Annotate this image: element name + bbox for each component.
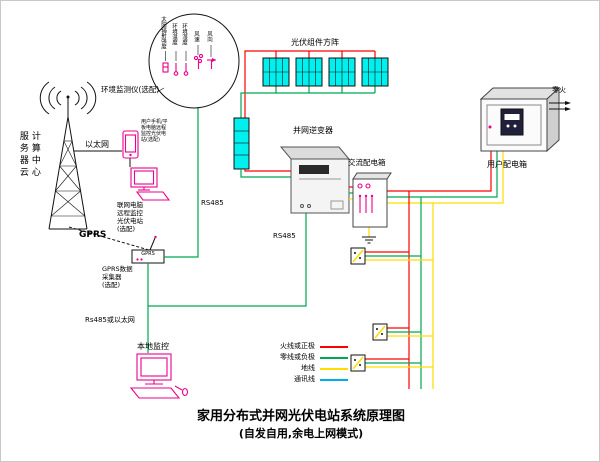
neutral-live-label: 零火 <box>552 86 566 94</box>
gprs-collector-label: GPRS数据 采集器 (选配) <box>102 265 133 289</box>
phone-note-line2: 板电脑远程 <box>141 125 167 131</box>
comm-wiring <box>147 107 307 353</box>
signal-tower-icon <box>39 81 97 230</box>
pv-array-icon <box>240 50 389 118</box>
legend-item: 零线或负极 <box>277 352 348 363</box>
ac-box-label: 交流配电箱 <box>348 158 386 167</box>
user-box-label: 用户配电箱 <box>487 160 527 169</box>
neutral-live-arrows-icon <box>549 101 571 111</box>
pv-panel <box>361 57 389 87</box>
legend-item: 通讯线 <box>277 374 348 385</box>
legend-label-comm: 通讯线 <box>294 374 315 383</box>
ground-symbol-icon <box>362 236 376 244</box>
phone-note: 用户手机/平 板电脑远程 监控光伏电 站(选配) <box>141 119 168 143</box>
pv-panel <box>295 57 323 87</box>
phone-note-line3: 监控光伏电 <box>141 131 167 137</box>
remote-computer-icon <box>130 167 171 201</box>
rs485-label-inverter: RS485 <box>273 232 296 240</box>
legend-line-ground <box>320 367 348 370</box>
gprs-label: GPRS <box>79 230 107 240</box>
gprs-collector-line3: (选配) <box>102 281 121 289</box>
pc-note: 联网电脑 远程监控 光伏电站 (选配) <box>117 201 143 233</box>
legend: 火线或正极 零线或负极 地线 通讯线 <box>277 341 348 385</box>
local-monitor-label: 本地监控 <box>137 342 169 351</box>
phone-note-line4: 站(选配) <box>141 137 160 143</box>
gprs-collector-line1: GPRS数据 <box>102 265 133 273</box>
temperature-sensor-icon <box>173 63 179 76</box>
server-center-label-col2: 计算中心 <box>29 131 40 179</box>
anemometer-icon <box>193 53 204 69</box>
phone-icon <box>122 130 139 159</box>
socket-icon <box>372 323 388 341</box>
legend-line-neutral <box>320 356 348 359</box>
rs485-label-env: RS485 <box>201 199 224 207</box>
legend-label-live: 火线或正极 <box>280 341 315 350</box>
user-distribution-box-icon <box>479 86 561 153</box>
socket-icon <box>350 354 366 372</box>
ethernet-links <box>68 150 150 251</box>
rs485-or-ethernet-label: Rs485或以太网 <box>85 316 135 324</box>
sensor-label-radiation: 太阳辐射强度 <box>160 16 167 49</box>
pc-note-line2: 远程监控 <box>117 209 143 217</box>
legend-item: 地线 <box>277 363 348 374</box>
env-monitor-label: 环境监测仪(选配) <box>101 85 160 94</box>
pc-note-line3: 光伏电站 <box>117 217 143 225</box>
pv-array-label: 光伏组件方阵 <box>291 38 339 47</box>
radiation-sensor-icon <box>162 62 169 73</box>
electric-meter-icon <box>500 108 524 136</box>
ac-distribution-box-icon <box>352 172 392 228</box>
pc-note-line4: (选配) <box>117 225 136 233</box>
dc-combiner-icon <box>233 117 250 170</box>
legend-label-neutral: 零线或负极 <box>280 352 315 361</box>
pv-panel <box>262 57 290 87</box>
pv-panel <box>328 57 356 87</box>
ac-wiring <box>349 151 504 389</box>
pc-note-line1: 联网电脑 <box>117 201 143 209</box>
diagram-title: 家用分布式并网光伏电站系统原理图 <box>196 409 405 424</box>
diagram-subtitle: (自发自用,余电上网模式) <box>238 427 364 440</box>
socket-icon <box>350 247 366 265</box>
legend-label-ground: 地线 <box>301 363 315 372</box>
inverter-icon <box>279 146 351 214</box>
server-center-label-col1: 服务器云 <box>17 131 28 179</box>
dc-wiring <box>240 169 291 178</box>
legend-item: 火线或正极 <box>277 341 348 352</box>
phone-note-line1: 用户手机/平 <box>141 119 168 125</box>
humidity-sensor-icon <box>183 63 189 76</box>
router-gprs-text: GPRS <box>141 251 155 257</box>
environment-monitor-icon <box>148 13 240 109</box>
sensor-label-humidity: 环境湿度 <box>181 23 188 45</box>
ethernet-label: 以太网 <box>85 140 109 149</box>
sensor-label-wind-direction: 风向 <box>206 31 213 42</box>
inverter-label: 并网逆变器 <box>293 126 333 135</box>
legend-line-comm <box>320 378 348 381</box>
local-monitor-icon <box>129 353 189 399</box>
wind-vane-icon <box>207 58 216 69</box>
gprs-collector-line2: 采集器 <box>102 273 122 281</box>
legend-line-live <box>320 345 348 348</box>
sensor-label-wind-speed: 风速 <box>193 31 200 42</box>
sensor-label-temperature: 环境温度 <box>171 23 178 45</box>
